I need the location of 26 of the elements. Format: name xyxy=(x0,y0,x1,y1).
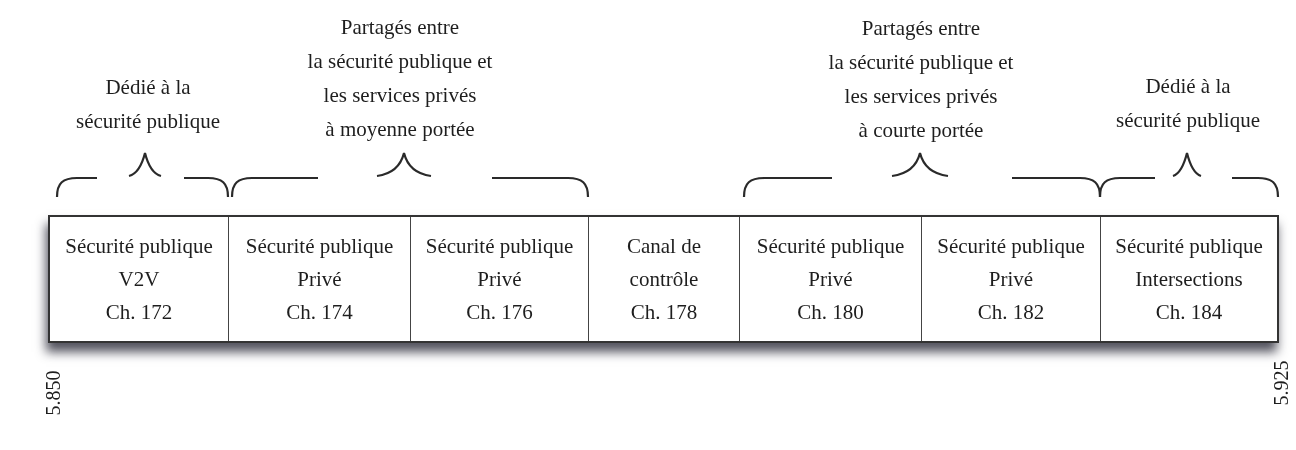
brace-annotation: Partagés entre la sécurité publique et les services privés à moyenne portée xyxy=(307,14,493,143)
channel-text: Ch. 184 xyxy=(1155,298,1223,326)
channel-text: Intersections xyxy=(1135,265,1243,293)
channel-text: Sécurité publique xyxy=(937,232,1085,260)
channel-text: Privé xyxy=(988,265,1034,293)
channel-text: Ch. 176 xyxy=(466,298,533,326)
channel-text: Sécurité publique xyxy=(425,232,574,260)
channel-text: Sécurité publique xyxy=(1115,232,1263,260)
channel-text: Privé xyxy=(477,265,522,293)
channel-text: Sécurité publique xyxy=(756,232,905,260)
channel-text: V2V xyxy=(118,265,160,293)
channel-text: Privé xyxy=(808,265,853,293)
brace-annotation: Dédié à la sécurité publique xyxy=(1116,73,1260,134)
channel-text: Privé xyxy=(297,265,342,293)
channel-text: Canal de contrôle xyxy=(626,232,702,293)
channel-text: Ch. 180 xyxy=(797,298,864,326)
brace-annotation: Dédié à la sécurité publique xyxy=(76,74,220,135)
frequency-label: 5.925 xyxy=(1270,360,1292,406)
channel-text: Ch. 178 xyxy=(630,298,698,326)
frequency-label: 5.850 xyxy=(42,370,64,416)
channel-text: Sécurité publique xyxy=(245,232,394,260)
brace-annotation: Partagés entre la sécurité publique et les services privés à courte portée xyxy=(828,15,1014,144)
channel-text: Ch. 174 xyxy=(286,298,353,326)
channel-text: Sécurité publique xyxy=(65,232,213,260)
channel-text: Ch. 182 xyxy=(977,298,1045,326)
channel-text: Ch. 172 xyxy=(105,298,173,326)
